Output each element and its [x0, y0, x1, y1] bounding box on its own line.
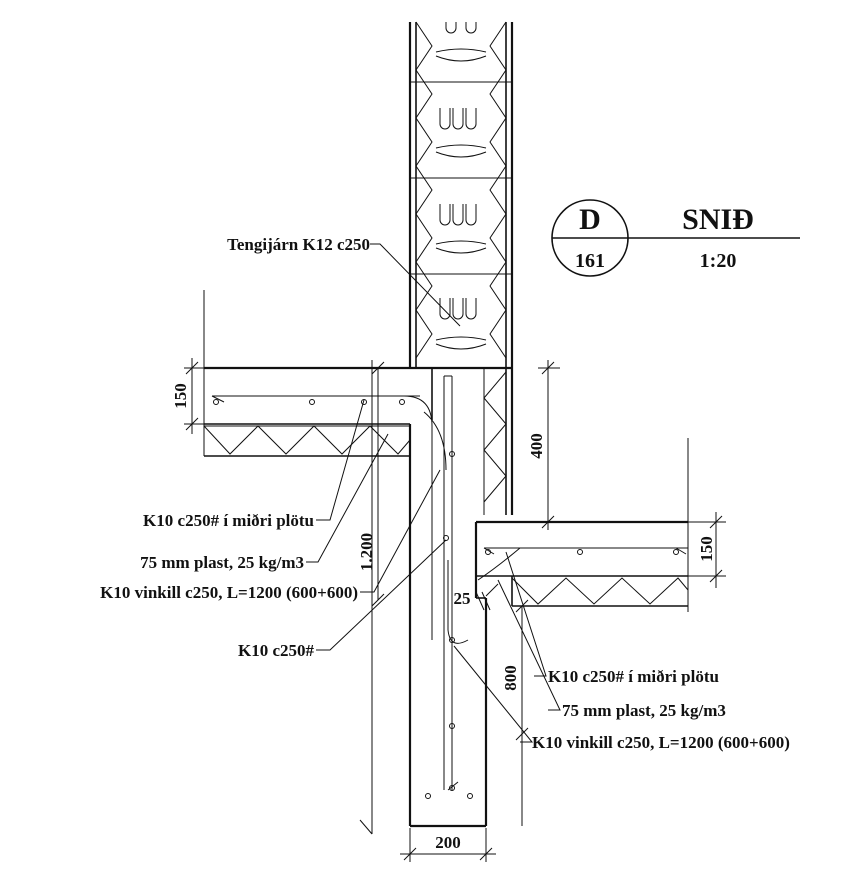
annotation-labels: Tengijárn K12 c250 K10 c250# í miðri plö… — [100, 235, 790, 752]
dim-gap: 25 — [454, 589, 471, 608]
dimension-texts: 150 400 1.200 25 150 800 200 — [171, 383, 716, 852]
lower-slab — [474, 520, 689, 611]
section-letter: D — [579, 203, 601, 236]
label-wall-mesh: K10 c250# — [238, 641, 315, 660]
label-lower-insulation: 75 mm plast, 25 kg/m3 — [562, 701, 726, 720]
label-upper-mesh: K10 c250# í miðri plötu — [143, 511, 314, 530]
dim-lower-slab: 150 — [697, 536, 716, 562]
block-column — [408, 21, 514, 515]
label-lower-mesh: K10 c250# í miðri plötu — [548, 667, 719, 686]
label-coupling-bars: Tengijárn K12 c250 — [227, 235, 370, 254]
upper-slab — [203, 366, 512, 457]
label-upper-insulation: 75 mm plast, 25 kg/m3 — [140, 553, 304, 572]
section-sheet-number: 161 — [575, 250, 605, 272]
section-title: SNIÐ — [682, 203, 754, 236]
dim-footing: 800 — [501, 665, 520, 691]
dim-upper-slab: 150 — [171, 383, 190, 409]
leader-lines — [306, 243, 561, 743]
dim-step: 400 — [527, 433, 546, 459]
label-upper-angle: K10 vinkill c250, L=1200 (600+600) — [100, 583, 358, 602]
concrete-wall — [403, 368, 521, 828]
dimension-lines — [184, 358, 726, 861]
dim-wall-width: 200 — [435, 833, 461, 852]
section-marker: D 161 SNIÐ 1:20 — [551, 199, 800, 277]
label-lower-angle: K10 vinkill c250, L=1200 (600+600) — [532, 733, 790, 752]
section-scale: 1:20 — [700, 250, 737, 272]
dim-wall-height: 1.200 — [357, 533, 376, 571]
